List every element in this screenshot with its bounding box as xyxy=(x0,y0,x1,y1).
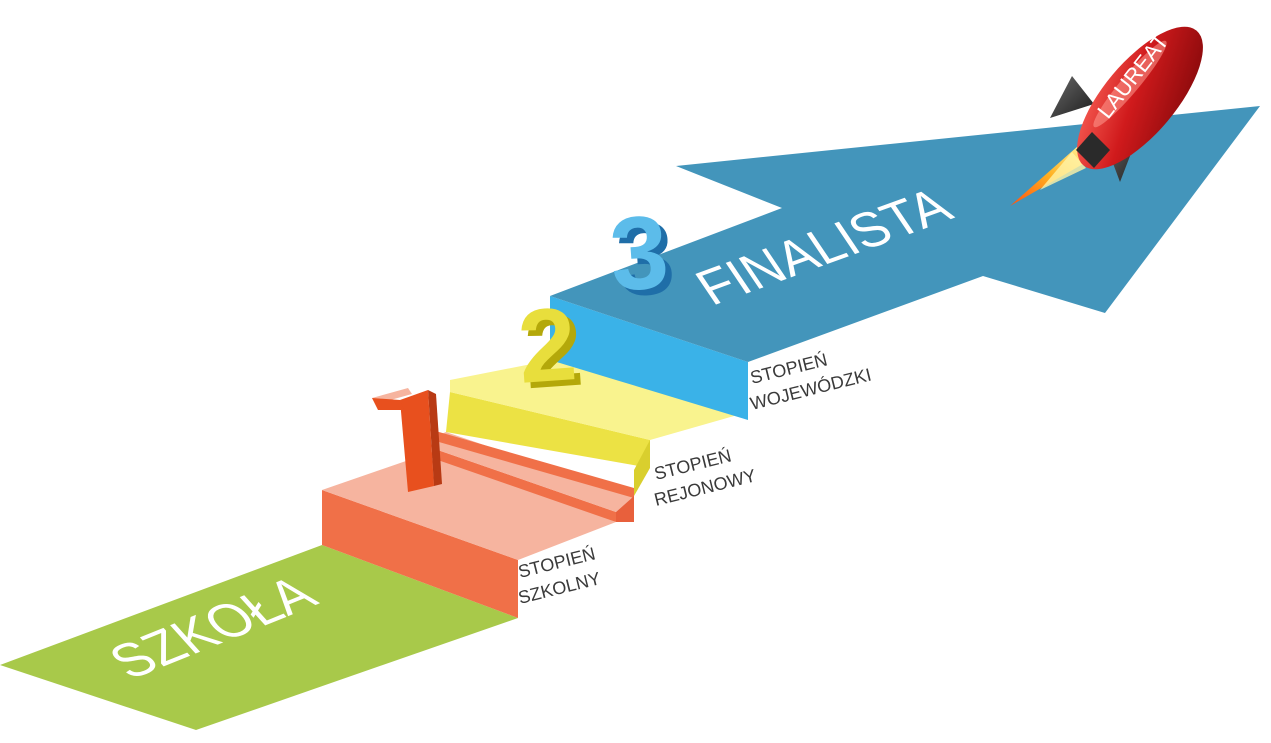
svg-text:2: 2 xyxy=(514,286,580,406)
step-3-label: STOPIEŃ WOJEWÓDZKI xyxy=(748,349,873,413)
rocket-body xyxy=(1077,26,1203,170)
svg-text:3: 3 xyxy=(613,199,679,319)
step-1-riser-b xyxy=(432,430,634,498)
step-2-top xyxy=(450,360,748,440)
step-2-label: STOPIEŃ REJONOWY xyxy=(652,445,758,509)
step-1-number xyxy=(372,388,442,492)
step-3-number: 3 3 xyxy=(606,194,678,319)
step-2-front xyxy=(446,392,650,468)
step-2-side xyxy=(634,440,650,496)
svg-text:3: 3 xyxy=(606,194,672,314)
finalist-arrow xyxy=(550,106,1260,362)
school-floor xyxy=(0,545,518,730)
svg-text:2: 2 xyxy=(521,292,587,412)
rocket-fin-left xyxy=(1050,76,1094,118)
step-1-top xyxy=(322,452,616,560)
step-2-number: 2 2 xyxy=(514,286,586,411)
step-1-side xyxy=(616,496,634,522)
step-3-front xyxy=(550,296,748,420)
step-1-riser-a xyxy=(432,448,616,522)
step-1-front xyxy=(322,490,518,618)
